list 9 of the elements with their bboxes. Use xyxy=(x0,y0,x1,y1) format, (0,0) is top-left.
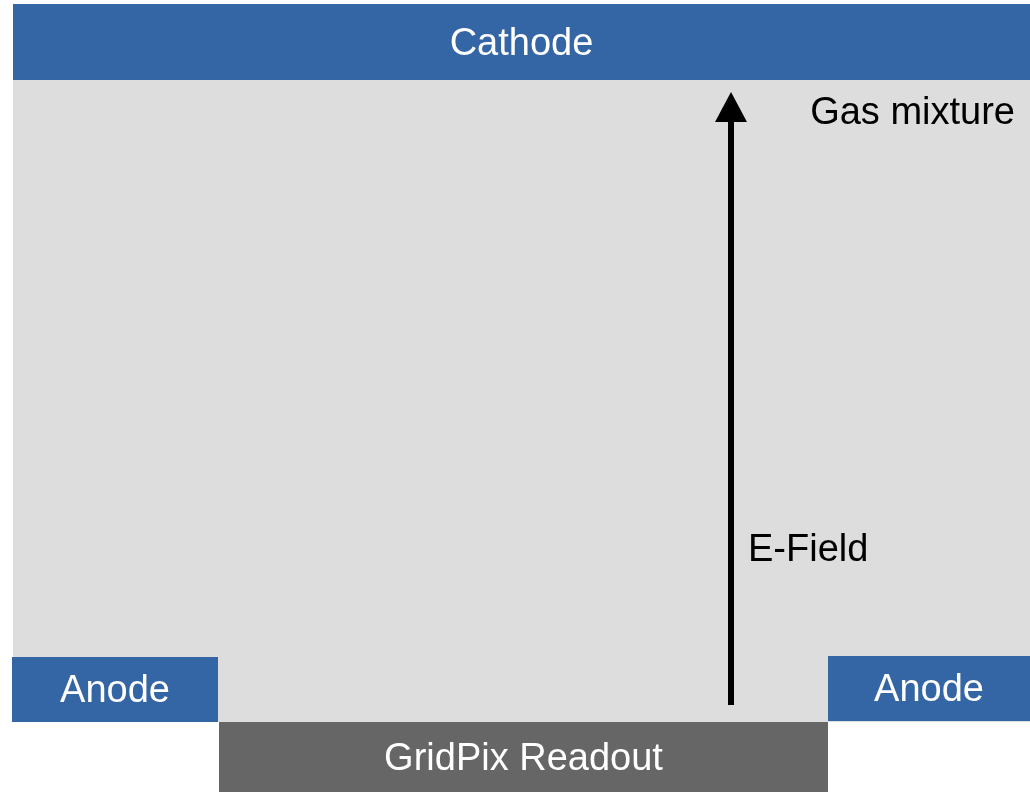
gas-volume xyxy=(13,80,1030,722)
field-label: E-Field xyxy=(748,527,869,570)
part-label: Anode xyxy=(60,668,170,711)
readout-chip xyxy=(219,722,828,792)
part-label: GridPix Readout xyxy=(384,735,663,779)
region-label: Gas mixture xyxy=(810,90,1015,133)
part-label: Cathode xyxy=(449,20,594,64)
cathode-plate xyxy=(13,4,1030,80)
part-label: Anode xyxy=(874,667,984,710)
